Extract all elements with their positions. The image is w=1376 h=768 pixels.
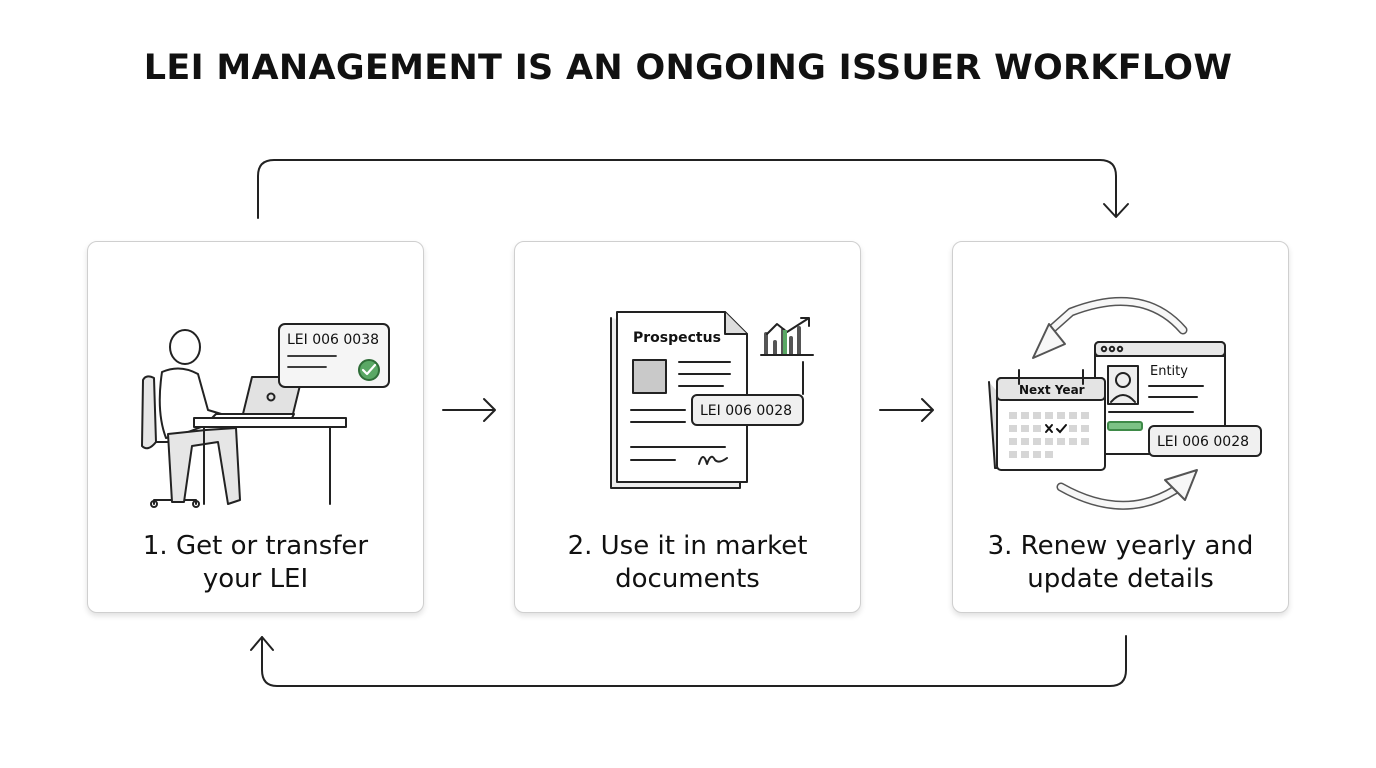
prospectus-document-icon: Prospectus LEI 006 0028 <box>610 311 814 489</box>
step-card-get-lei: LEI 006 0038 1. Get or transfer your LEI <box>87 241 424 613</box>
step-card-market-documents: Prospectus LEI 006 0028 2. Use it in mar… <box>514 241 861 613</box>
loop-arrow-top <box>257 159 1117 219</box>
step-label: 1. Get or transfer your LEI <box>142 531 369 594</box>
lei-badge-text: LEI 006 0038 <box>287 332 379 348</box>
step-card-renew-update: Next Year Entity LEI 006 0028 3. Renew y… <box>952 241 1289 613</box>
step-label: 3. Renew yearly and update details <box>987 531 1254 594</box>
entity-profile-title: Entity <box>1150 364 1188 379</box>
diagram-title: LEI MANAGEMENT IS AN ONGOING ISSUER WORK… <box>143 48 1233 88</box>
lei-badge-text: LEI 006 0028 <box>1157 434 1249 450</box>
step-label: 2. Use it in market documents <box>567 531 808 594</box>
lei-badge-text: LEI 006 0028 <box>700 403 792 419</box>
loop-arrow-bottom-head <box>250 636 274 651</box>
calendar-title: Next Year <box>1019 383 1085 397</box>
step-arrow-1-2 <box>442 398 496 422</box>
prospectus-title: Prospectus <box>633 330 721 346</box>
person-at-laptop-icon: LEI 006 0038 <box>141 323 390 508</box>
loop-arrow-bottom <box>261 635 1127 687</box>
calendar-renewal-icon: Next Year Entity LEI 006 0028 <box>988 297 1262 510</box>
loop-arrow-top-head <box>1103 203 1129 218</box>
step-arrow-2-3 <box>879 398 934 422</box>
